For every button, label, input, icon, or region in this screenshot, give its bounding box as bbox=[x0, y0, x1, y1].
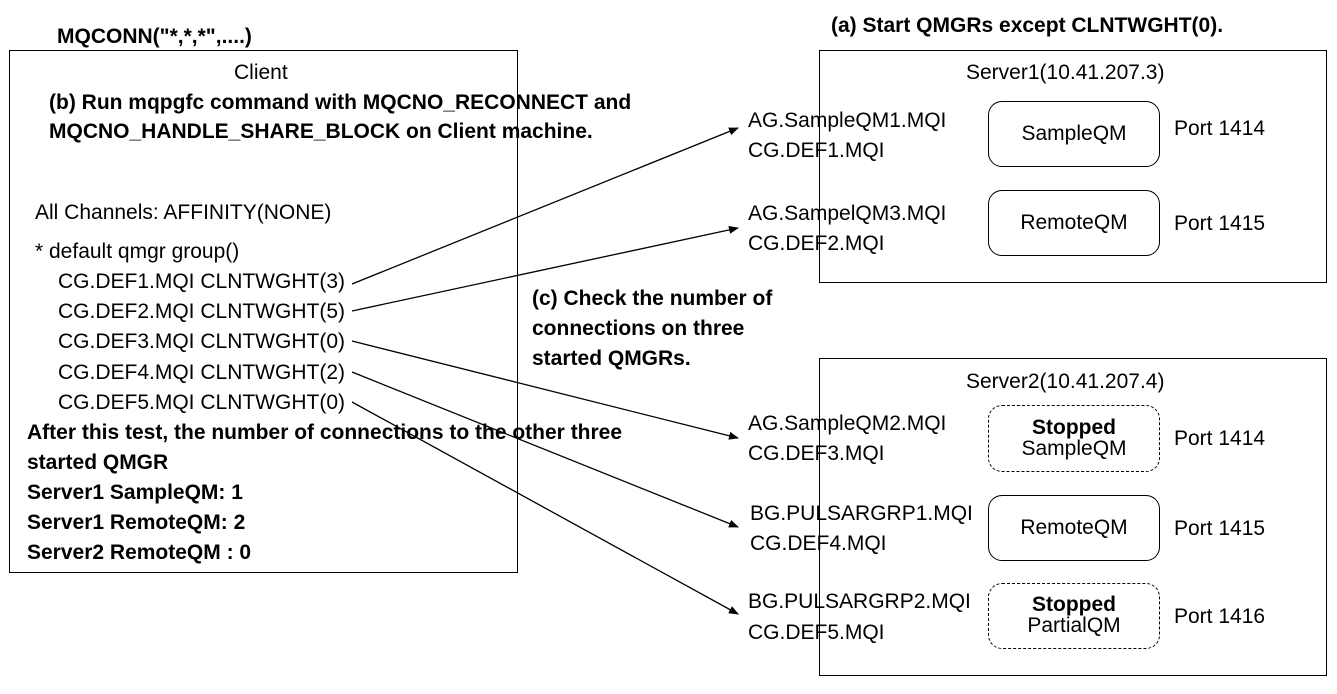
client-title: Client bbox=[234, 61, 288, 84]
step-b-line2: MQCNO_HANDLE_SHARE_BLOCK on Client machi… bbox=[49, 120, 593, 143]
step-a-label: (a) Start QMGRs except CLNTWGHT(0). bbox=[831, 14, 1224, 37]
server1-row2-port: Port 1415 bbox=[1174, 212, 1266, 235]
server2-row2-port: Port 1415 bbox=[1174, 517, 1266, 540]
server1-row2-channel-a: AG.SampelQM3.MQI bbox=[748, 202, 947, 225]
server2-row2-channel-a: BG.PULSARGRP1.MQI bbox=[750, 502, 973, 525]
step-c-line1: (c) Check the number of bbox=[532, 287, 773, 310]
server1-remotequeue-manager: RemoteQM bbox=[988, 190, 1160, 256]
client-channel-1: CG.DEF1.MQI CLNTWGHT(3) bbox=[58, 270, 345, 293]
arrow-def2-to-server1-remotequeue bbox=[351, 225, 739, 312]
server2-remotequeue-manager: RemoteQM bbox=[988, 495, 1160, 561]
server1-title: Server1(10.41.207.3) bbox=[966, 61, 1165, 84]
qmgr-group-label: * default qmgr group() bbox=[35, 240, 240, 263]
arrow-def1-to-server1-samplequeue bbox=[351, 127, 739, 285]
server1-row2-channel-b: CG.DEF2.MQI bbox=[748, 232, 885, 255]
server1-row1-channel-b: CG.DEF1.MQI bbox=[748, 139, 885, 162]
server1-samplequeue-manager: SampleQM bbox=[988, 101, 1160, 167]
step-b-line1: (b) Run mqpgfc command with MQCNO_RECONN… bbox=[49, 91, 632, 114]
stopped-status-label: Stopped bbox=[1032, 593, 1116, 617]
result-line-1: After this test, the number of connectio… bbox=[27, 421, 623, 444]
server1-row1-channel-a: AG.SampleQM1.MQI bbox=[748, 109, 947, 132]
result-line-4: Server1 RemoteQM: 2 bbox=[27, 511, 246, 534]
arrow-def5-to-server2-partialqueue bbox=[351, 401, 739, 615]
server2-box bbox=[819, 358, 1327, 676]
client-channel-3: CG.DEF3.MQI CLNTWGHT(0) bbox=[58, 330, 345, 353]
queue-manager-label: RemoteQM bbox=[1020, 515, 1128, 539]
server2-row1-channel-b: CG.DEF3.MQI bbox=[748, 442, 885, 465]
server2-row1-port: Port 1414 bbox=[1174, 427, 1266, 450]
server1-box bbox=[819, 50, 1327, 283]
client-channel-4: CG.DEF4.MQI CLNTWGHT(2) bbox=[58, 361, 345, 384]
affinity-label: All Channels: AFFINITY(NONE) bbox=[35, 201, 332, 224]
server2-row3-port: Port 1416 bbox=[1174, 605, 1266, 628]
server2-row3-channel-b: CG.DEF5.MQI bbox=[748, 621, 885, 644]
server2-title: Server2(10.41.207.4) bbox=[966, 370, 1165, 393]
mqconn-label: MQCONN("*,*,*",....) bbox=[57, 25, 252, 48]
server2-row2-channel-b: CG.DEF4.MQI bbox=[750, 532, 887, 555]
server2-row3-channel-a: BG.PULSARGRP2.MQI bbox=[748, 590, 971, 613]
server2-samplequeue-manager: Stopped SampleQM bbox=[988, 405, 1160, 472]
server2-partialqueue-manager: Stopped PartialQM bbox=[988, 583, 1160, 649]
result-line-2: started QMGR bbox=[27, 451, 169, 474]
server1-row1-port: Port 1414 bbox=[1174, 117, 1266, 140]
arrow-def4-to-server2-remotequeue bbox=[351, 371, 739, 528]
client-channel-2: CG.DEF2.MQI CLNTWGHT(5) bbox=[58, 300, 345, 323]
server2-row1-channel-a: AG.SampleQM2.MQI bbox=[748, 412, 947, 435]
client-channel-5: CG.DEF5.MQI CLNTWGHT(0) bbox=[58, 391, 345, 414]
queue-manager-label: SampleQM bbox=[1021, 121, 1127, 145]
stopped-status-label: Stopped bbox=[1032, 415, 1116, 439]
queue-manager-label: PartialQM bbox=[1027, 614, 1121, 638]
arrow-def3-to-server2-samplequeue bbox=[351, 340, 739, 440]
result-line-5: Server2 RemoteQM : 0 bbox=[27, 541, 252, 564]
result-line-3: Server1 SampleQM: 1 bbox=[27, 481, 243, 504]
step-c-line3: started QMGRs. bbox=[532, 347, 691, 370]
client-box bbox=[9, 50, 518, 573]
queue-manager-label: SampleQM bbox=[1021, 436, 1127, 460]
step-c-line2: connections on three bbox=[532, 317, 745, 340]
queue-manager-label: RemoteQM bbox=[1020, 210, 1128, 234]
